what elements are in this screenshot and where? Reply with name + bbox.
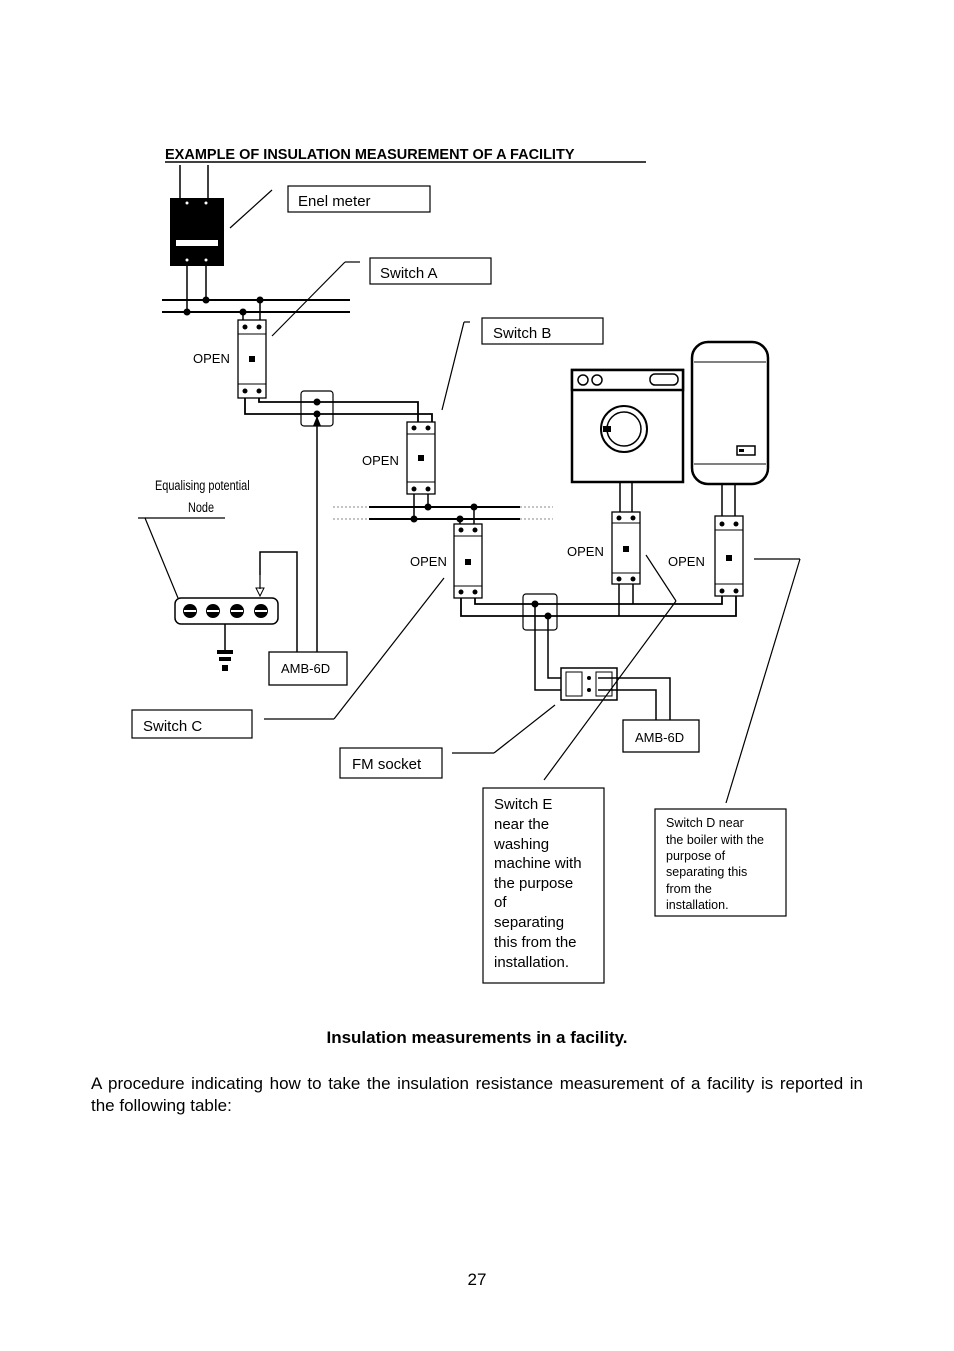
switch-e-text: Switch E near the washing machine with t…	[493, 796, 582, 971]
enel-meter	[170, 165, 224, 312]
junction-clamp-2	[522, 593, 558, 631]
switch-e-breaker	[611, 511, 641, 585]
open-label-d: OPEN	[668, 554, 705, 569]
switch-c-label: Switch C	[143, 718, 202, 735]
switch-b-breaker	[406, 421, 436, 518]
switch-e-line: Switch E	[494, 796, 552, 813]
switch-e-box	[482, 787, 605, 984]
fm-socket	[560, 667, 618, 701]
switch-a-label: Switch A	[380, 265, 438, 282]
switch-a-breaker	[237, 300, 267, 399]
switch-b-box	[481, 317, 604, 345]
fm-socket-box	[339, 747, 443, 779]
boiler	[690, 340, 770, 516]
switch-e-line: this from the	[494, 934, 577, 951]
node-label-line2: Node	[188, 500, 214, 516]
page-number: 27	[467, 1270, 487, 1289]
open-label-a: OPEN	[193, 351, 230, 366]
fm-socket-label: FM socket	[352, 756, 422, 773]
switch-a-box	[369, 257, 492, 285]
switch-e-line: machine with	[494, 855, 582, 872]
open-label-b: OPEN	[362, 453, 399, 468]
switch-e-line: installation.	[494, 954, 569, 971]
enel-meter-label: Enel meter	[298, 193, 371, 210]
amb-6d-right-box	[622, 719, 700, 753]
amb-6d-left-label: AMB-6D	[281, 661, 330, 676]
switch-c-breaker	[453, 507, 483, 599]
amb-6d-left-box	[268, 651, 348, 686]
switch-d-line: separating this	[666, 865, 747, 879]
body-paragraph: A procedure indicating how to take the i…	[91, 1074, 863, 1115]
washing-machine	[570, 368, 685, 512]
open-label-e: OPEN	[567, 544, 604, 559]
switch-e-line: of	[494, 894, 507, 911]
switch-e-line: near the	[494, 816, 549, 833]
switch-d-breaker	[714, 515, 744, 597]
enel-meter-box	[287, 185, 431, 213]
switch-b-label: Switch B	[493, 325, 551, 342]
open-label-c: OPEN	[410, 554, 447, 569]
switch-d-line: from the	[666, 882, 712, 896]
facility-insulation-diagram: EXAMPLE OF INSULATION MEASUREMENT OF A F…	[131, 147, 801, 984]
figure-caption: Insulation measurements in a facility.	[326, 1028, 628, 1047]
node-label-line1: Equalising potential	[155, 478, 250, 494]
ground-symbol	[217, 624, 233, 671]
equalising-node-bar	[174, 597, 279, 625]
switch-d-text: Switch D near the boiler with the purpos…	[666, 816, 764, 912]
switch-d-line: Switch D near	[666, 816, 744, 830]
switch-c-box	[131, 709, 253, 739]
switch-d-line: the boiler with the	[666, 833, 764, 847]
amb-6d-right-label: AMB-6D	[635, 730, 684, 745]
switch-d-box	[654, 808, 787, 917]
switch-e-line: the purpose	[494, 875, 573, 892]
switch-d-line: purpose of	[666, 849, 726, 863]
switch-e-line: washing	[493, 836, 549, 853]
switch-d-line: installation.	[666, 898, 729, 912]
diagram-title: EXAMPLE OF INSULATION MEASUREMENT OF A F…	[165, 147, 575, 163]
switch-e-line: separating	[494, 914, 564, 931]
